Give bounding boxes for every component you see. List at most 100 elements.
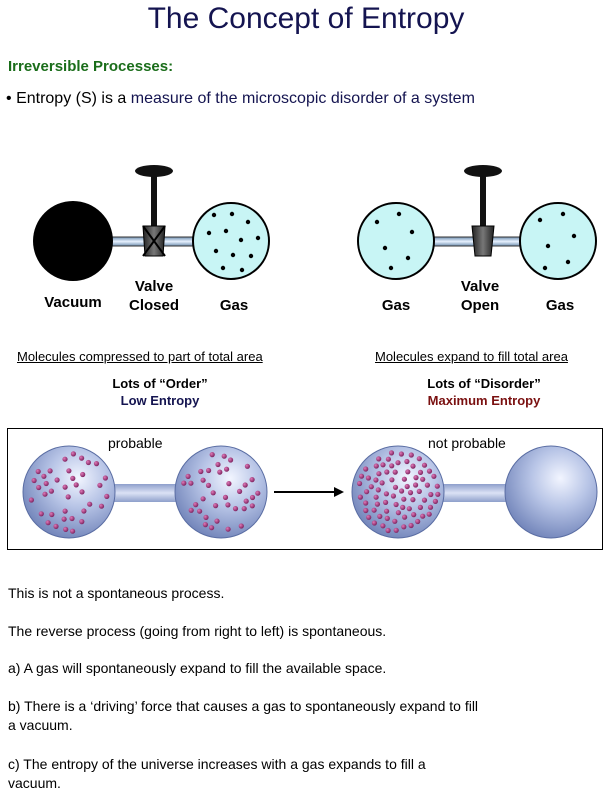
vacuum-bulb xyxy=(33,201,113,281)
molecule-dot xyxy=(45,520,51,526)
open-valve xyxy=(464,165,502,257)
paragraph-b-line2: a vacuum. xyxy=(8,717,73,733)
molecule-dot xyxy=(31,477,37,484)
molecule-dot xyxy=(188,507,194,513)
right-gas-bulb-left xyxy=(357,202,435,280)
left-gas-label: Gas xyxy=(219,297,249,314)
molecule-dot xyxy=(401,476,407,482)
molecule-dot xyxy=(255,490,261,496)
molecule-dot xyxy=(209,452,215,458)
paragraph-reverse-process: The reverse process (going from right to… xyxy=(8,623,387,639)
paragraph-c-line2: vacuum. xyxy=(8,775,61,791)
molecule-dot xyxy=(406,506,412,512)
molecule-dot xyxy=(411,512,417,518)
molecule-dot xyxy=(399,488,405,494)
molecule-dot xyxy=(54,477,60,483)
probability-panel: probable not probable xyxy=(7,428,603,550)
molecule-dot xyxy=(385,456,391,462)
paragraph-b-line1: b) There is a ‘driving’ force that cause… xyxy=(8,698,479,714)
molecule-dot xyxy=(200,477,206,483)
bullet-marker: • xyxy=(6,90,12,107)
molecule-dot xyxy=(379,480,385,486)
maximum-entropy-text: Maximum Entropy xyxy=(427,393,541,408)
molecule-dot xyxy=(371,520,377,526)
molecule-dot xyxy=(202,522,208,528)
molecule-dot xyxy=(43,480,49,487)
molecule-dot xyxy=(410,497,416,503)
molecule-dot xyxy=(432,498,438,504)
molecule-dot xyxy=(363,466,369,472)
molecule-dot xyxy=(413,482,419,488)
molecule-dot xyxy=(373,477,379,483)
molecule-dot xyxy=(371,507,377,513)
molecule-dot xyxy=(249,477,255,483)
left-caption: Molecules compressed to part of total ar… xyxy=(17,349,263,364)
molecule-dot xyxy=(364,489,370,495)
molecule-dot xyxy=(205,482,212,488)
right-apparatus xyxy=(357,165,597,280)
right-gas-label-right: Gas xyxy=(545,297,575,314)
molecule-dot xyxy=(416,456,422,462)
valve-closed-label-2: Closed xyxy=(128,297,179,314)
molecule-dot xyxy=(421,462,428,468)
molecule-dot xyxy=(384,515,390,521)
molecule-dot xyxy=(198,468,204,475)
molecule-dot xyxy=(249,494,256,501)
molecule-dot xyxy=(376,471,382,477)
right-caption: Molecules expand to fill total area xyxy=(375,349,568,364)
molecule-dot xyxy=(407,490,414,496)
paragraph-a: a) A gas will spontaneously expand to fi… xyxy=(8,660,387,676)
probable-molecules xyxy=(28,451,261,534)
molecule-dot xyxy=(389,463,395,469)
molecule-dot xyxy=(380,523,386,529)
left-apparatus xyxy=(33,165,270,281)
molecule-dot xyxy=(65,494,71,500)
molecule-dot xyxy=(415,518,421,525)
molecule-dot xyxy=(73,482,79,488)
molecule-dot xyxy=(185,473,191,479)
molecule-dot xyxy=(435,491,441,497)
molecule-dot xyxy=(390,493,396,499)
molecule-dot xyxy=(426,511,432,517)
valve-open-label-1: Valve xyxy=(460,278,500,295)
molecule-dot xyxy=(87,501,93,507)
molecule-dot xyxy=(404,458,410,465)
molecule-dot xyxy=(365,475,371,481)
molecule-dot xyxy=(357,480,363,487)
molecule-dot xyxy=(237,488,243,494)
molecule-dot xyxy=(242,482,248,488)
molecule-dot xyxy=(421,497,428,503)
molecule-dot xyxy=(232,506,239,512)
molecule-dot xyxy=(62,484,68,490)
page-title: The Concept of Entropy xyxy=(147,2,465,35)
molecule-dot xyxy=(428,491,434,498)
molecule-dot xyxy=(241,506,247,512)
molecule-dot xyxy=(66,468,72,474)
molecule-dot xyxy=(217,469,223,475)
molecule-dot xyxy=(426,468,433,474)
molecule-dot xyxy=(209,525,215,531)
molecule-dot xyxy=(388,450,395,456)
process-arrow-icon xyxy=(274,487,344,497)
molecule-dot xyxy=(210,490,216,496)
molecule-dot xyxy=(93,461,100,467)
probable-label: probable xyxy=(108,435,163,451)
not-probable-label: not probable xyxy=(428,435,506,451)
molecule-dot xyxy=(357,494,363,500)
molecule-dot xyxy=(79,489,85,495)
molecule-dot xyxy=(395,510,401,516)
valve-open-label-2: Open xyxy=(460,297,500,314)
molecule-dot xyxy=(28,497,34,503)
molecule-dot xyxy=(393,527,399,533)
molecule-dot xyxy=(63,526,69,532)
molecule-dot xyxy=(226,481,232,487)
molecule-dot xyxy=(393,501,399,508)
molecule-dot xyxy=(392,469,398,475)
molecule-dot xyxy=(224,466,230,472)
paragraph-not-spontaneous: This is not a spontaneous process. xyxy=(8,585,225,601)
molecule-dot xyxy=(410,463,416,469)
low-entropy-text: Low Entropy xyxy=(120,393,200,408)
molecule-dot xyxy=(384,469,390,475)
molecule-dot xyxy=(376,456,382,462)
molecule-dot xyxy=(243,498,249,504)
